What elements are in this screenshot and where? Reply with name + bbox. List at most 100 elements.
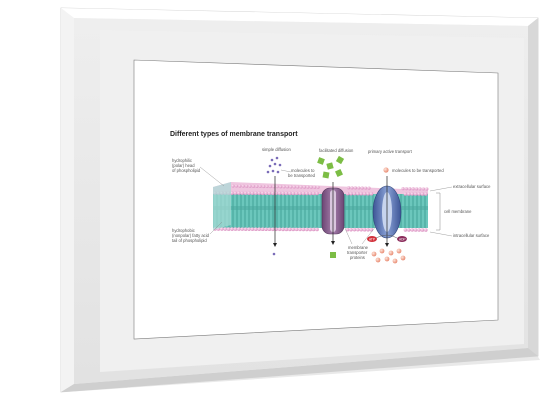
lipid-head bbox=[360, 186, 364, 190]
lipid-head bbox=[262, 184, 266, 189]
tail-label-3: tail of phospholipid bbox=[172, 238, 207, 243]
lipid-head bbox=[230, 227, 234, 231]
lipid-head bbox=[345, 227, 350, 232]
lipid-head bbox=[275, 185, 279, 189]
lipid-head bbox=[267, 227, 272, 232]
proteins-label-2: transporter bbox=[347, 250, 368, 255]
lipid-head bbox=[305, 191, 309, 196]
head-label-3: of phospholipid bbox=[172, 168, 201, 173]
lipid-head bbox=[271, 191, 275, 196]
active-molecules-label: molecules to be transported bbox=[392, 168, 444, 173]
lipid-head bbox=[410, 192, 415, 196]
proteins-leader-2 bbox=[361, 225, 377, 245]
lipid-head bbox=[279, 185, 283, 189]
lipid-head bbox=[247, 227, 251, 231]
lipid-head bbox=[301, 191, 306, 196]
lipid-head bbox=[356, 191, 360, 196]
simple-arrow-head bbox=[273, 243, 277, 247]
lipid-head bbox=[268, 184, 272, 189]
lipid-head bbox=[234, 184, 238, 188]
lipid-head bbox=[260, 191, 265, 196]
membrane-bracket bbox=[436, 192, 441, 231]
lipid-head bbox=[255, 184, 259, 188]
lipid-head bbox=[417, 228, 421, 232]
lipid-head bbox=[257, 191, 262, 196]
lipid-head bbox=[420, 192, 425, 196]
lipid-head bbox=[408, 187, 412, 191]
lipid-head bbox=[407, 192, 411, 196]
lipid-head bbox=[308, 191, 313, 196]
lipid-head bbox=[258, 184, 262, 189]
molecules-label-1: molecules to bbox=[291, 168, 315, 173]
lipid-head bbox=[316, 185, 320, 189]
lipid-head bbox=[413, 228, 418, 232]
lipid-head bbox=[420, 228, 425, 232]
lipid-head bbox=[245, 184, 249, 188]
lipid-head bbox=[243, 191, 248, 195]
atp-label: ATP bbox=[369, 238, 375, 242]
lipid-head bbox=[309, 185, 313, 189]
lipid-head bbox=[282, 185, 286, 189]
lipid-head bbox=[288, 227, 292, 232]
lipid-head bbox=[233, 227, 238, 231]
lipid-head bbox=[289, 185, 293, 189]
lipid-head bbox=[315, 191, 319, 196]
lipid-head bbox=[369, 227, 374, 232]
lipid-head bbox=[250, 227, 255, 231]
lipid-head bbox=[425, 187, 429, 191]
lipid-head bbox=[284, 191, 289, 196]
lipid-head bbox=[404, 187, 408, 191]
diagram-title: Different types of membrane transport bbox=[170, 131, 298, 138]
lipid-head bbox=[260, 227, 265, 232]
lipid-head bbox=[251, 184, 255, 188]
lipid-head bbox=[237, 191, 241, 195]
lipid-head bbox=[267, 191, 272, 196]
frame-left-edge bbox=[61, 8, 74, 392]
lipid-head bbox=[298, 227, 302, 232]
simple-diffusion-heading: simple diffusion bbox=[262, 147, 291, 152]
lipid-head bbox=[350, 186, 354, 190]
frame-top-edge bbox=[61, 8, 538, 26]
active-molecules bbox=[371, 167, 406, 264]
lipid-head bbox=[345, 191, 350, 196]
frame-right-edge bbox=[528, 18, 538, 356]
lipid-head bbox=[311, 191, 316, 196]
lipid-head bbox=[313, 185, 317, 189]
lipid-head bbox=[257, 227, 262, 232]
lipid-head bbox=[352, 191, 357, 196]
lipid-head bbox=[248, 184, 252, 188]
extracellular-label: extracellular surface bbox=[453, 184, 491, 189]
lipid-head bbox=[233, 191, 238, 195]
lipid-head bbox=[366, 227, 370, 232]
lipid-head bbox=[411, 187, 415, 191]
lipid-head bbox=[277, 227, 282, 232]
lipid-head bbox=[424, 192, 428, 196]
lipid-head bbox=[230, 191, 234, 195]
lipid-head bbox=[265, 184, 269, 189]
lipid-head bbox=[294, 191, 299, 196]
intracellular-leader bbox=[429, 231, 453, 237]
facilitated-arrow-head bbox=[331, 241, 335, 245]
lipid-head bbox=[366, 191, 370, 196]
lipid-head bbox=[264, 227, 268, 232]
lipid-head bbox=[231, 184, 235, 188]
lipid-head bbox=[223, 227, 227, 231]
lipid-head bbox=[347, 186, 351, 190]
head-leader bbox=[199, 166, 225, 187]
lipid-head bbox=[296, 185, 300, 189]
molecules-label-2: be transported bbox=[288, 173, 316, 178]
lipid-head bbox=[315, 227, 319, 232]
lipid-head bbox=[299, 185, 303, 189]
membrane-label: cell membrane bbox=[444, 209, 472, 214]
head-label-2: (polar) head bbox=[172, 163, 195, 168]
lipid-head bbox=[240, 191, 244, 195]
lipid-head bbox=[254, 191, 258, 195]
molecules-leader bbox=[280, 169, 292, 173]
lipid-head bbox=[424, 228, 428, 232]
lipid-head bbox=[285, 185, 289, 189]
lipid-head bbox=[298, 191, 302, 196]
lipid-head bbox=[403, 192, 408, 196]
lipid-head bbox=[238, 184, 242, 188]
lipid-head bbox=[281, 191, 285, 196]
lipid-head bbox=[305, 227, 309, 232]
